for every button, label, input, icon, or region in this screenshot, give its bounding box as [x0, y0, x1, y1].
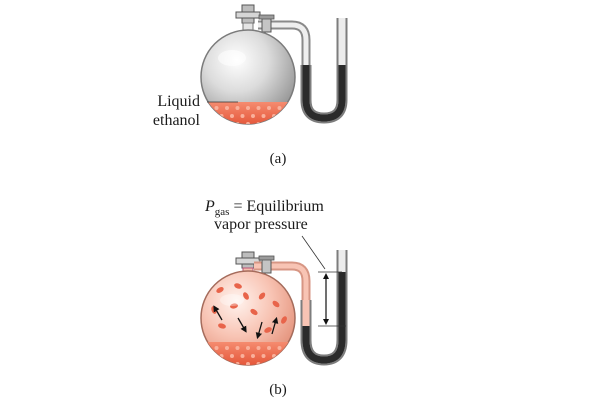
liquid-bubble: [267, 106, 271, 110]
manometer-a: [300, 18, 348, 124]
mercury-a: [302, 65, 346, 122]
label-ethanol: ethanol: [153, 112, 201, 129]
liquid-bubble: [214, 346, 219, 350]
liquid-bubble: [256, 346, 261, 350]
liquid-bubble: [204, 106, 208, 110]
liquid-bubble: [293, 114, 295, 118]
liquid-bubble: [288, 106, 292, 110]
liquid-ethanol-b: [201, 342, 295, 365]
liquid-bubble: [277, 346, 282, 350]
liquid-bubble: [240, 354, 245, 358]
label-liquid: Liquid: [157, 93, 200, 110]
liquid-bubble: [214, 362, 219, 365]
caption-a: (a): [270, 151, 287, 167]
liquid-bubble: [230, 354, 234, 358]
p-symbol: P: [204, 198, 215, 215]
liquid-bubble: [267, 346, 271, 350]
liquid-bubble: [214, 106, 219, 110]
liquid-bubble: [246, 346, 250, 350]
tube-valve-b: [258, 255, 275, 274]
liquid-bubble: [288, 346, 292, 350]
vapor-molecules: [211, 283, 287, 333]
panel-a: Liquid ethanol (a): [153, 4, 348, 167]
liquid-bubble: [256, 106, 261, 110]
liquid-bubble: [277, 106, 282, 110]
liquid-bubble: [282, 114, 287, 118]
mercury-b: [302, 272, 346, 364]
liquid-bubble: [246, 362, 250, 365]
liquid-bubble: [214, 122, 219, 124]
liquid-bubble: [235, 346, 240, 350]
label-p-gas: Pgas = Equilibrium: [204, 198, 324, 218]
liquid-bubble: [209, 354, 213, 358]
stopcock-a: [235, 4, 261, 36]
liquid-bubble: [204, 362, 208, 365]
flask-b: [200, 270, 296, 366]
liquid-bubble: [251, 354, 255, 358]
liquid-bubble: [225, 106, 229, 110]
liquid-bubble: [225, 362, 229, 365]
liquid-bubble: [209, 114, 213, 118]
liquid-bubble: [282, 354, 287, 358]
flask-a: [200, 29, 296, 125]
liquid-bubble: [230, 114, 234, 118]
tube-valve-a: [258, 14, 275, 33]
liquid-bubble: [240, 114, 245, 118]
liquid-bubble: [235, 106, 240, 110]
liquid-bubble: [251, 114, 255, 118]
liquid-bubble: [246, 106, 250, 110]
molecule-motion-arrows: [213, 305, 279, 340]
liquid-bubble: [277, 362, 282, 365]
manometer-b: [300, 250, 348, 366]
p-subscript: gas: [215, 206, 230, 218]
liquid-bubble: [267, 122, 271, 124]
liquid-bubble: [288, 122, 292, 124]
liquid-bubble: [261, 114, 266, 118]
liquid-bubble: [267, 362, 271, 365]
caption-b: (b): [269, 382, 287, 398]
liquid-bubble: [225, 346, 229, 350]
panel-b: Pgas = Equilibrium vapor pressure: [200, 198, 348, 398]
liquid-bubble: [204, 346, 208, 350]
liquid-bubble: [261, 354, 266, 358]
label-vapor-pressure: vapor pressure: [214, 216, 308, 233]
liquid-bubble: [277, 122, 282, 124]
liquid-bubble: [204, 122, 208, 124]
liquid-bubble: [293, 354, 295, 358]
height-difference-indicator: [318, 271, 346, 327]
label-leader-b: [301, 235, 326, 270]
liquid-bubble: [246, 122, 250, 124]
liquid-bubble: [225, 122, 229, 124]
liquid-bubble: [288, 362, 292, 365]
p-equilibrium: = Equilibrium: [229, 198, 324, 215]
